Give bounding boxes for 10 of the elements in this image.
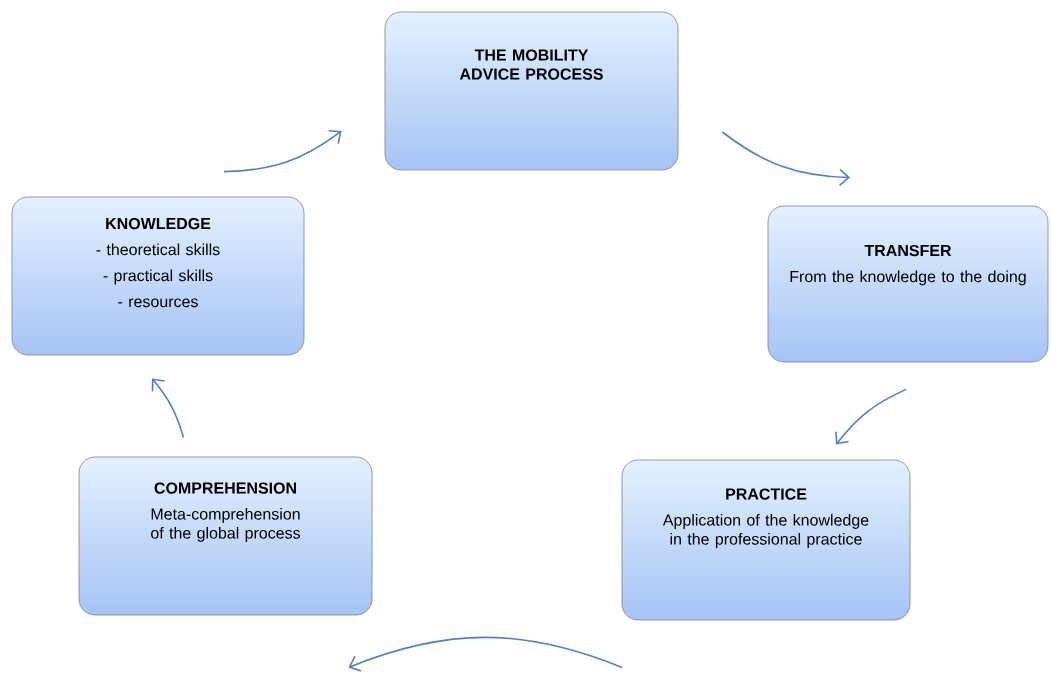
arrow — [223, 129, 342, 173]
arrow — [151, 378, 185, 439]
process-box: TRANSFER From the knowledge to the doing — [767, 205, 1049, 363]
arrow — [721, 131, 850, 187]
process-box: COMPREHENSION Meta-comprehension of the global process — [78, 456, 373, 616]
arrow — [835, 388, 907, 445]
process-box: PRACTICE Application of the knowledge in the professional practice — [621, 459, 911, 621]
process-box: KNOWLEDGE - theoretical skills - practical skills - resources — [11, 196, 305, 356]
process-box: THE MOBILITY ADVICE PROCESS — [384, 11, 679, 171]
arrow — [348, 636, 623, 672]
